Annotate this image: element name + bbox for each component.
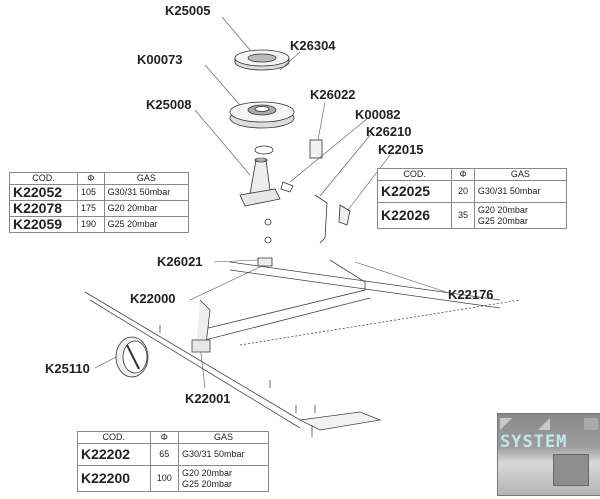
code-cell: K22052 bbox=[9, 184, 78, 201]
logo-text: SYSTEM bbox=[500, 432, 568, 452]
label-k25008: K25008 bbox=[146, 97, 192, 112]
gas-cell: G30/31 50mbar bbox=[178, 443, 269, 466]
system-logo: SYSTEM bbox=[497, 413, 600, 496]
label-k00082: K00082 bbox=[355, 107, 401, 122]
label-k00073: K00073 bbox=[137, 52, 183, 67]
logo-square bbox=[584, 418, 598, 430]
nut-part bbox=[264, 218, 272, 226]
burner-codes-table: COD. Φ GAS K22052 105 G30/31 50mbar K220… bbox=[9, 172, 190, 233]
phi-cell: 105 bbox=[76, 184, 105, 201]
table-row: K22052 105 G30/31 50mbar bbox=[9, 184, 190, 201]
phi-cell: 190 bbox=[76, 216, 105, 233]
burner-cap-part bbox=[234, 49, 290, 71]
code-cell: K22078 bbox=[9, 200, 78, 217]
bracket-part bbox=[309, 139, 323, 159]
header-cod: COD. bbox=[9, 172, 78, 185]
gas-cell: G30/31 50mbar bbox=[103, 184, 190, 201]
code-cell: K22200 bbox=[77, 465, 151, 492]
label-k25005: K25005 bbox=[165, 3, 211, 18]
gas-line-1: G20 20mbar bbox=[477, 204, 528, 215]
logo-triangle bbox=[538, 418, 550, 430]
logo-stem bbox=[553, 454, 589, 486]
table-row: K22059 190 G25 20mbar bbox=[9, 216, 190, 233]
header-phi: Φ bbox=[149, 431, 179, 444]
knob-part bbox=[115, 336, 149, 378]
table-row: K22202 65 G30/31 50mbar bbox=[77, 443, 269, 466]
code-cell: K22026 bbox=[376, 202, 453, 229]
label-k26021: K26021 bbox=[157, 254, 203, 269]
gas-line-1: G20 20mbar bbox=[182, 467, 233, 478]
valve-codes-table: COD. Φ GAS K22202 65 G30/31 50mbar K2220… bbox=[77, 431, 269, 492]
injector-part bbox=[257, 257, 273, 267]
o-ring-part bbox=[254, 145, 274, 155]
nut-part-2 bbox=[264, 236, 272, 244]
phi-cell: 35 bbox=[451, 202, 475, 229]
table-row: K22078 175 G20 20mbar bbox=[9, 200, 190, 217]
label-k26210: K26210 bbox=[366, 124, 412, 139]
clip-part bbox=[280, 181, 294, 193]
label-k22015: K22015 bbox=[378, 142, 424, 157]
phi-cell: 175 bbox=[76, 200, 105, 217]
table-header-row: COD. Φ GAS bbox=[9, 172, 190, 185]
header-cod: COD. bbox=[376, 168, 453, 181]
header-cod: COD. bbox=[77, 431, 151, 444]
label-k22001: K22001 bbox=[185, 391, 231, 406]
phi-cell: 65 bbox=[149, 443, 179, 466]
gas-cell: G25 20mbar bbox=[103, 216, 190, 233]
burner-body-part bbox=[239, 157, 281, 207]
header-gas: GAS bbox=[178, 431, 269, 444]
header-phi: Φ bbox=[451, 168, 475, 181]
label-k26304: K26304 bbox=[290, 38, 336, 53]
gas-line-2: G25 20mbar bbox=[182, 478, 233, 489]
code-cell: K22059 bbox=[9, 216, 78, 233]
logo-triangle bbox=[500, 418, 512, 430]
gas-cell: G20 20mbar bbox=[103, 200, 190, 217]
frame-part bbox=[84, 259, 521, 437]
electrode-part bbox=[314, 194, 328, 244]
header-gas: GAS bbox=[103, 172, 190, 185]
header-phi: Φ bbox=[76, 172, 105, 185]
phi-cell: 100 bbox=[149, 465, 179, 492]
header-gas: GAS bbox=[473, 168, 568, 181]
label-k22000: K22000 bbox=[130, 291, 176, 306]
table-header-row: COD. Φ GAS bbox=[77, 431, 269, 444]
pilot-codes-table: COD. Φ GAS K22025 20 G30/31 50mbar K2202… bbox=[376, 168, 568, 229]
burner-ring-part bbox=[229, 101, 295, 129]
gas-line-2: G25 20mbar bbox=[477, 215, 528, 226]
label-k22176: K22176 bbox=[448, 287, 494, 302]
pilot-part bbox=[338, 204, 351, 226]
code-cell: K22025 bbox=[376, 180, 453, 203]
gas-cell: G30/31 50mbar bbox=[473, 180, 568, 203]
table-header-row: COD. Φ GAS bbox=[376, 168, 568, 181]
label-k25110: K25110 bbox=[45, 361, 90, 376]
label-k26022: K26022 bbox=[310, 87, 356, 102]
code-cell: K22202 bbox=[77, 443, 151, 466]
table-row: K22025 20 G30/31 50mbar bbox=[376, 180, 568, 203]
phi-cell: 20 bbox=[451, 180, 475, 203]
